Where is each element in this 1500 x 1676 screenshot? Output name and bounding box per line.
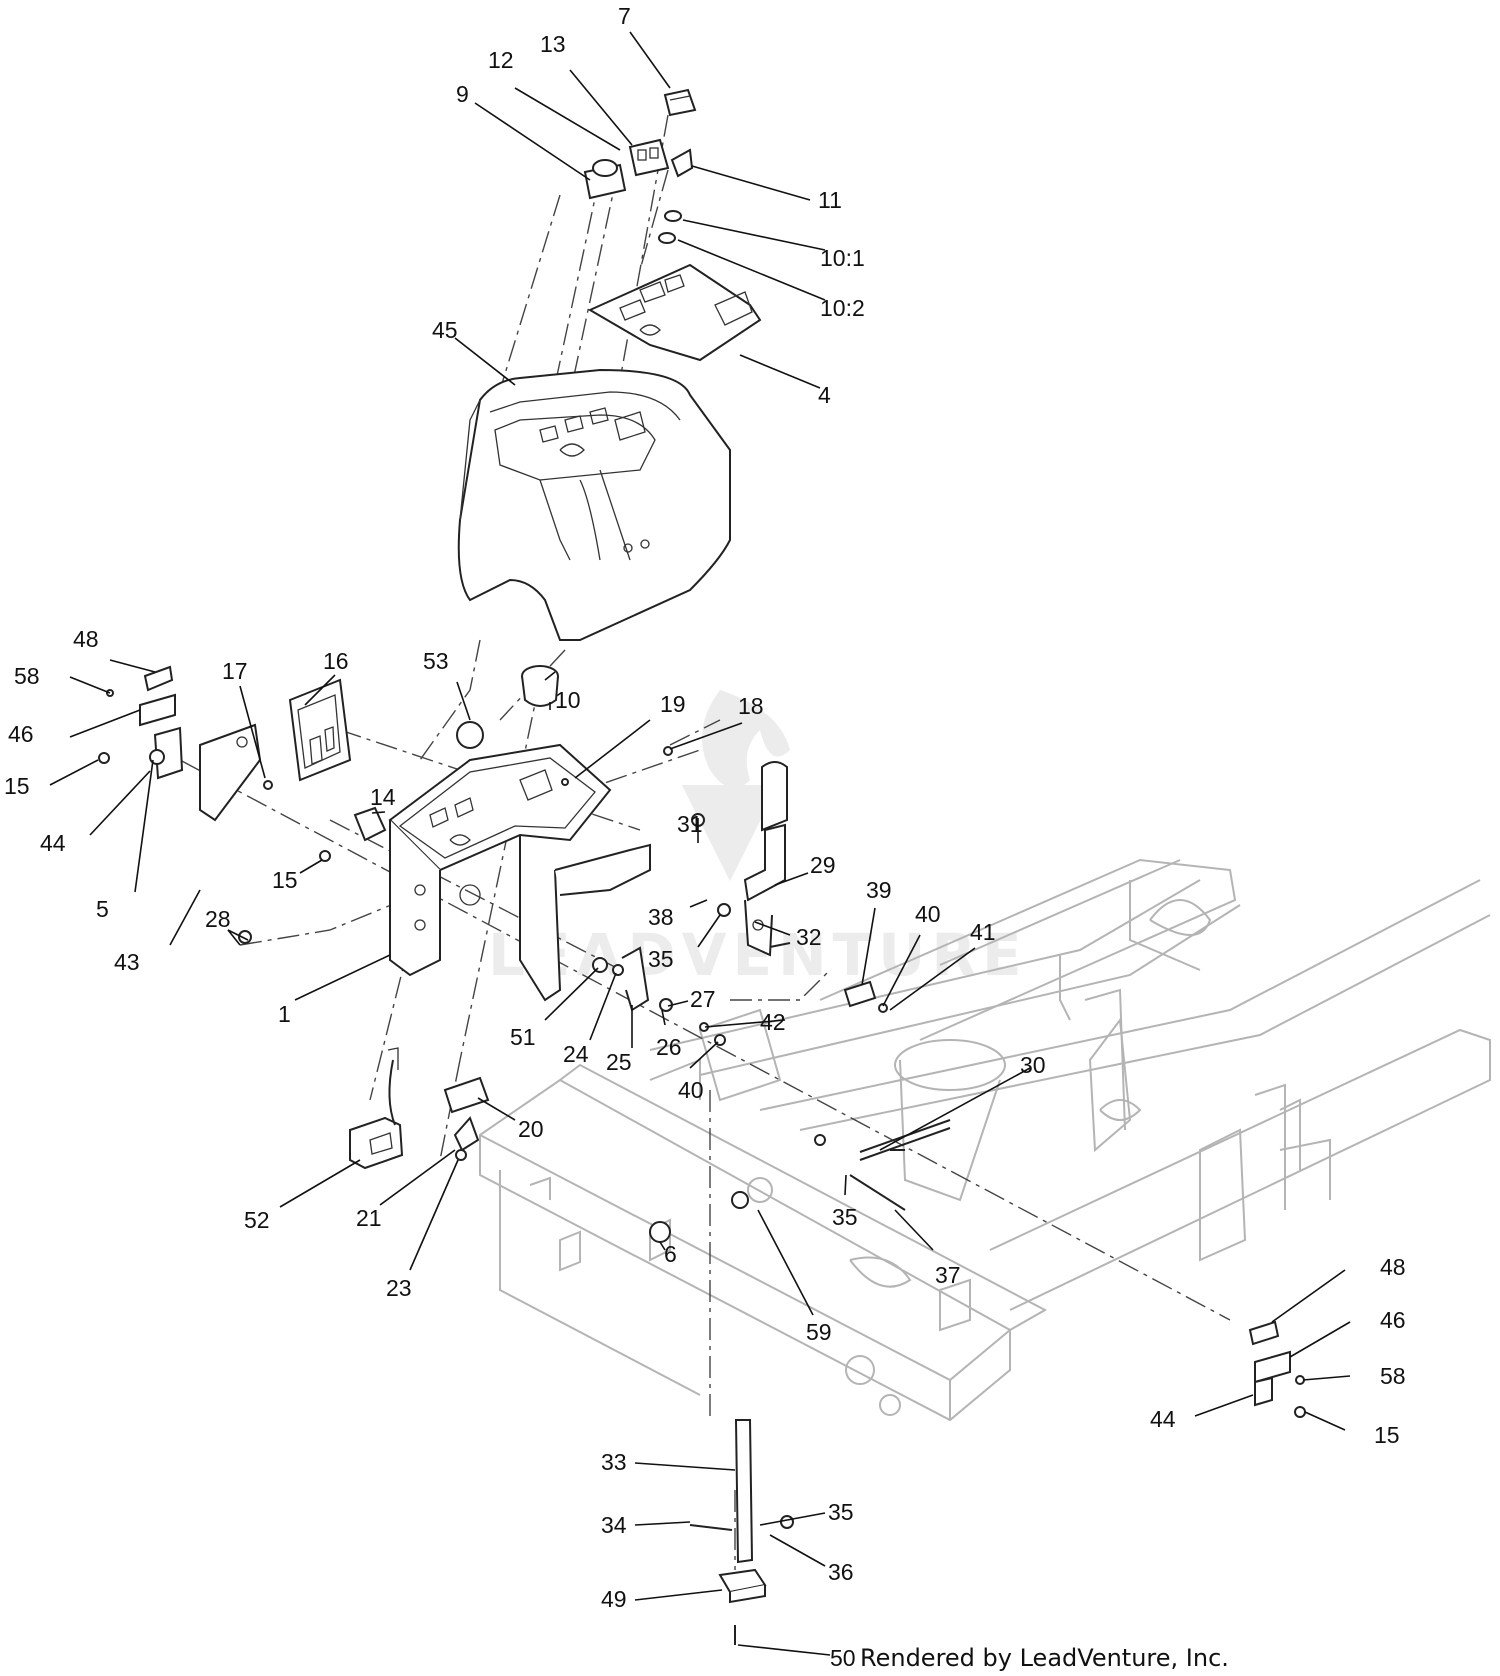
- callout-35-upper: 35: [648, 946, 674, 972]
- callout-17: 17: [222, 658, 248, 684]
- part-switches-top: [583, 88, 697, 244]
- part-rod-37: [849, 1174, 906, 1211]
- callout-41: 41: [970, 919, 996, 945]
- callout-19: 19: [660, 691, 686, 717]
- callout-11: 11: [818, 187, 842, 213]
- part-pedestal-bracket-1: [388, 743, 651, 1002]
- callout-38: 38: [648, 904, 674, 930]
- callout-13: 13: [540, 31, 566, 57]
- part-link-rod-33: [689, 1419, 754, 1564]
- callout-35-mid: 35: [832, 1204, 858, 1230]
- part-sensor-52: [349, 1047, 404, 1170]
- callout-31: 31: [677, 811, 703, 837]
- callout-42: 42: [760, 1009, 786, 1035]
- part-ball-53: [456, 721, 484, 749]
- callout-15-mid: 15: [272, 867, 298, 893]
- part-brake-arm-25: [621, 946, 650, 1012]
- callout-37: 37: [935, 1262, 961, 1288]
- callout-21: 21: [356, 1205, 382, 1231]
- callout-10-1: 10:1: [820, 245, 865, 271]
- callout-48-right: 48: [1380, 1254, 1406, 1280]
- callout-40-lower: 40: [678, 1077, 704, 1103]
- callout-46-left: 46: [8, 721, 34, 747]
- part-console-cover-45: [457, 368, 731, 641]
- part-throttle-lever-29: [743, 761, 788, 957]
- part-bracket-44-46-48-right: [1248, 1320, 1306, 1418]
- callout-53: 53: [423, 648, 449, 674]
- callout-10: 10: [555, 687, 581, 713]
- callout-43: 43: [114, 949, 140, 975]
- callout-7: 7: [618, 3, 631, 29]
- part-controller-16: [288, 678, 352, 782]
- chassis-frame: [479, 858, 1491, 1422]
- callout-18: 18: [738, 693, 764, 719]
- callout-39: 39: [866, 877, 892, 903]
- part-bracket-20-21: [443, 1076, 490, 1161]
- callout-10-2: 10:2: [820, 295, 865, 321]
- callout-29: 29: [810, 852, 836, 878]
- callout-46-right: 46: [1380, 1307, 1406, 1333]
- callout-15-right: 15: [1374, 1422, 1400, 1448]
- callout-14: 14: [370, 784, 396, 810]
- callout-44-right: 44: [1150, 1406, 1176, 1432]
- callout-27: 27: [690, 986, 716, 1012]
- callout-30: 30: [1020, 1052, 1046, 1078]
- callout-51: 51: [510, 1024, 536, 1050]
- callout-6: 6: [664, 1241, 677, 1267]
- part-rod-30: [859, 1119, 951, 1161]
- callout-35-lower: 35: [828, 1499, 854, 1525]
- callout-26: 26: [656, 1034, 682, 1060]
- callout-34: 34: [601, 1512, 627, 1538]
- callout-1: 1: [278, 1001, 291, 1027]
- callout-16: 16: [323, 648, 349, 674]
- callout-44-left: 44: [40, 830, 66, 856]
- callout-45: 45: [432, 317, 458, 343]
- part-pad-49: [718, 1568, 767, 1645]
- callout-5: 5: [96, 896, 109, 922]
- callout-12: 12: [488, 47, 514, 73]
- callout-58-left: 58: [14, 663, 40, 689]
- callout-48-left: 48: [73, 626, 99, 652]
- leader-lines: [49, 31, 1351, 1656]
- callout-15-left: 15: [4, 773, 30, 799]
- credit-text: Rendered by LeadVenture, Inc.: [860, 1644, 1229, 1672]
- callout-9: 9: [456, 81, 469, 107]
- part-bracket-43: [199, 723, 262, 822]
- callout-52: 52: [244, 1207, 270, 1233]
- callout-20: 20: [518, 1116, 544, 1142]
- callout-23: 23: [386, 1275, 412, 1301]
- part-relay-14: [353, 806, 387, 842]
- callout-4: 4: [818, 382, 831, 408]
- callout-36: 36: [828, 1559, 854, 1585]
- callout-59: 59: [806, 1319, 832, 1345]
- callout-28: 28: [205, 906, 231, 932]
- part-decal-4: [587, 263, 762, 362]
- callout-58-right: 58: [1380, 1363, 1406, 1389]
- callout-24: 24: [563, 1041, 589, 1067]
- callout-50: 50: [830, 1645, 856, 1671]
- callout-labels: 7 13 12 9 11 10:1 10:2 45 4 48 58 46 15 …: [4, 3, 1406, 1671]
- callout-40-upper: 40: [915, 901, 941, 927]
- part-bracket-44-46-48-left: [139, 665, 184, 780]
- callout-32: 32: [796, 924, 822, 950]
- callout-49: 49: [601, 1586, 627, 1612]
- callout-33: 33: [601, 1449, 627, 1475]
- part-key-switch-10: [521, 665, 559, 707]
- callout-25: 25: [606, 1049, 632, 1075]
